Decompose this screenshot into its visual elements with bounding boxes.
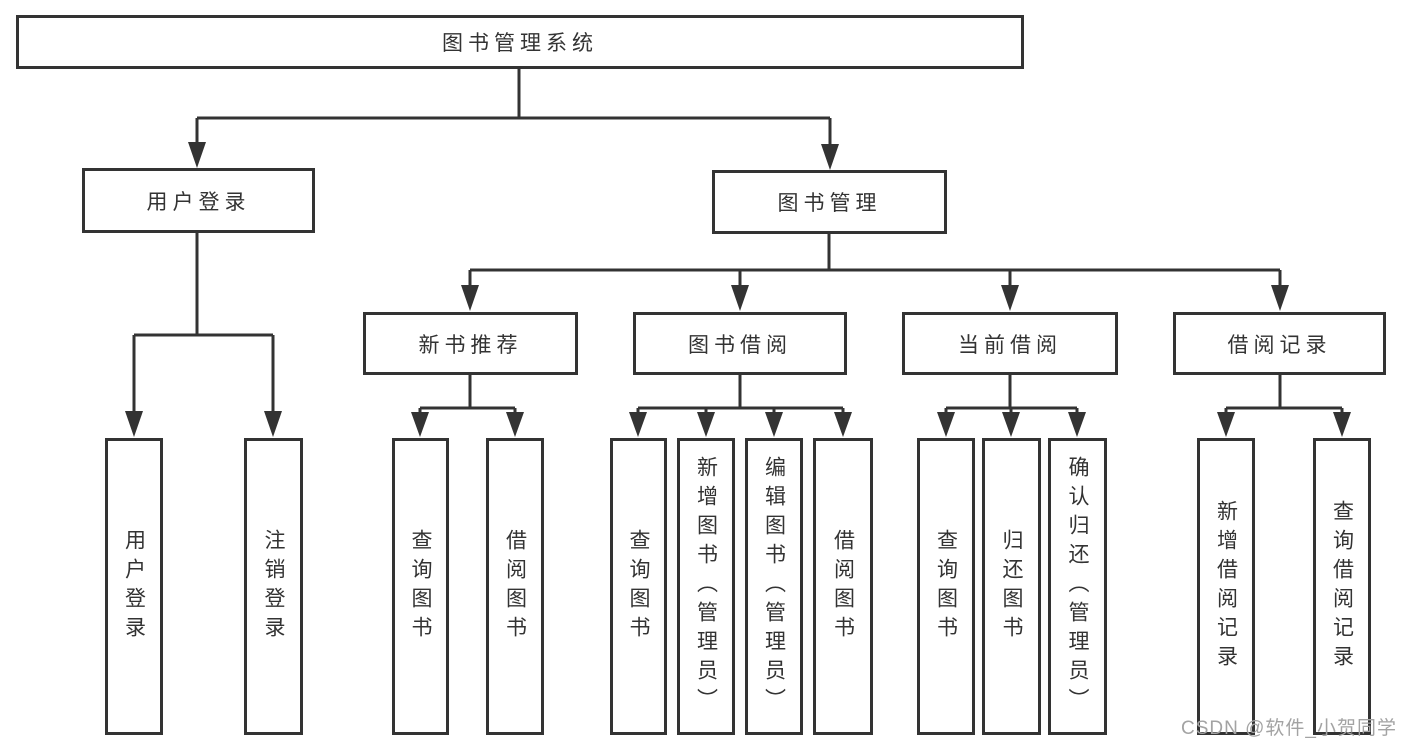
leaf-borrow-books: 借阅图书: [813, 438, 873, 735]
leaf-add-borrow-record-label: 新增借阅记录: [1214, 499, 1238, 674]
csdn-watermark: CSDN @软件_小贺同学: [1181, 718, 1397, 739]
leaf-return-books-label: 归还图书: [1000, 528, 1023, 645]
leaf-borrow-books-label: 借阅图书: [831, 528, 855, 645]
arrowheads: [125, 142, 1351, 437]
leaf-query-books-recommend: 查询图书: [392, 438, 449, 735]
node-user-login-label: 用户登录: [146, 190, 251, 214]
connector-book-borrow-to-leaves: [636, 375, 845, 421]
node-book-borrow: 图书借阅: [633, 312, 847, 375]
leaf-add-books-admin-label: 新增图书（管理员）: [694, 456, 718, 717]
leaf-return-books: 归还图书: [982, 438, 1041, 735]
connector-root-to-level2: [195, 68, 832, 152]
node-root: 图书管理系统: [16, 15, 1024, 69]
leaf-logout: 注销登录: [244, 438, 303, 735]
leaf-user-login-label: 用户登录: [122, 528, 146, 645]
leaf-confirm-return-admin-label: 确认归还（管理员）: [1066, 456, 1089, 717]
node-borrow-records-label: 借阅记录: [1227, 333, 1332, 357]
node-new-book-recommend: 新书推荐: [363, 312, 578, 375]
connector-new-book-to-leaves: [418, 375, 517, 421]
leaf-edit-books-admin: 编辑图书（管理员）: [745, 438, 803, 735]
leaf-edit-books-admin-label: 编辑图书（管理员）: [762, 456, 786, 717]
leaf-query-books-current-label: 查询图书: [934, 528, 958, 645]
leaf-confirm-return-admin: 确认归还（管理员）: [1048, 438, 1107, 735]
leaf-query-borrow-record: 查询借阅记录: [1313, 438, 1371, 735]
leaf-query-books-current: 查询图书: [917, 438, 975, 735]
node-new-book-recommend-label: 新书推荐: [418, 333, 523, 357]
node-book-management: 图书管理: [712, 170, 947, 234]
leaf-add-borrow-record: 新增借阅记录: [1197, 438, 1255, 735]
leaf-borrow-books-recommend: 借阅图书: [486, 438, 544, 735]
leaf-query-borrow-record-label: 查询借阅记录: [1330, 499, 1354, 674]
node-user-login: 用户登录: [82, 168, 315, 233]
node-book-management-label: 图书管理: [777, 192, 882, 215]
node-current-borrow-label: 当前借阅: [958, 333, 1062, 357]
leaf-query-books-recommend-label: 查询图书: [409, 528, 432, 645]
connector-borrow-records-to-leaves: [1224, 375, 1344, 421]
leaf-add-books-admin: 新增图书（管理员）: [677, 438, 735, 735]
node-current-borrow: 当前借阅: [902, 312, 1118, 375]
node-root-label: 图书管理系统: [442, 32, 598, 55]
connector-book-mgmt-to-level3: [468, 234, 1282, 293]
leaf-user-login: 用户登录: [105, 438, 163, 735]
node-borrow-records: 借阅记录: [1173, 312, 1386, 375]
leaf-borrow-books-recommend-label: 借阅图书: [503, 528, 527, 645]
leaf-query-books-borrow-label: 查询图书: [627, 528, 650, 645]
connector-user-login-to-leaves: [132, 232, 275, 419]
node-book-borrow-label: 图书借阅: [688, 333, 792, 357]
leaf-logout-label: 注销登录: [262, 528, 285, 645]
leaf-query-books-borrow: 查询图书: [610, 438, 667, 735]
